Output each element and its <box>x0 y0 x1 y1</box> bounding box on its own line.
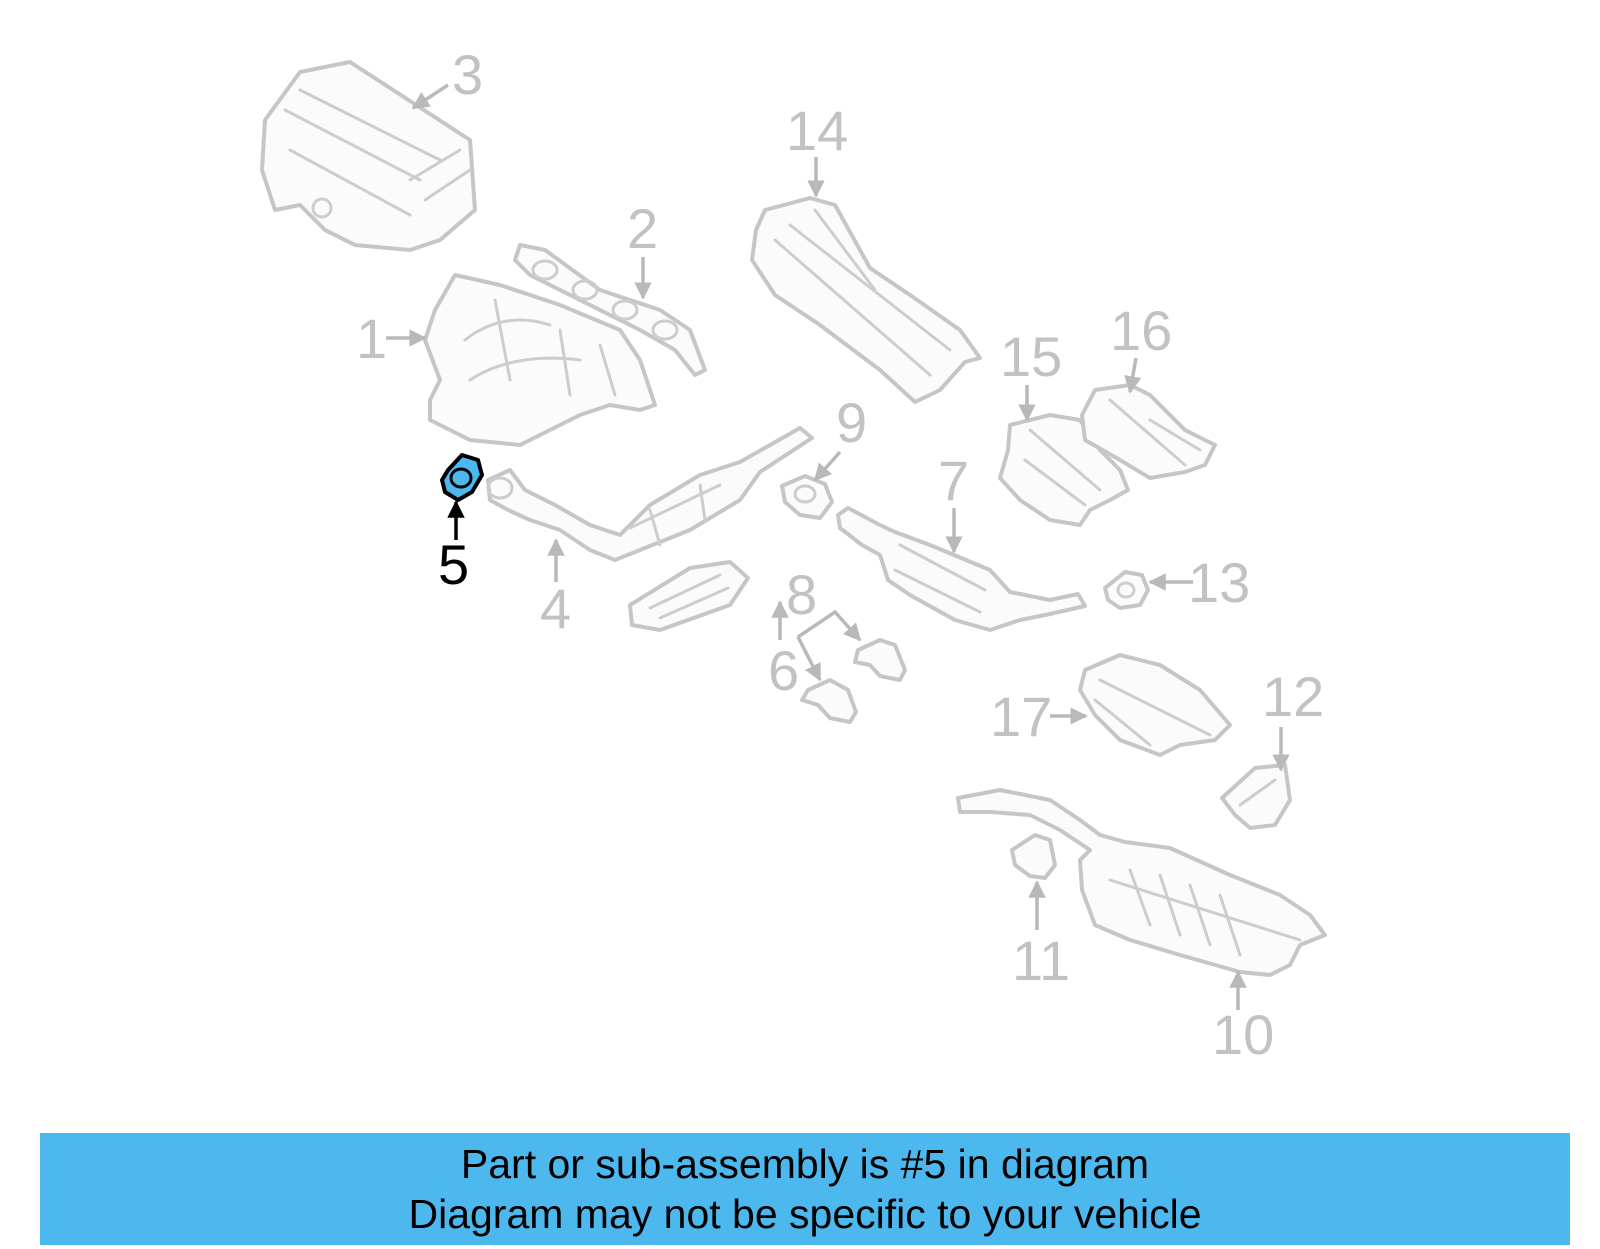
part-17-heat-shield[interactable] <box>1078 653 1232 757</box>
part-14-heat-shield[interactable] <box>750 196 982 404</box>
leader-lines <box>386 83 1290 1010</box>
part-12-bracket[interactable] <box>1220 763 1292 830</box>
callout-1: 1 <box>356 307 387 370</box>
part-15-heat-shield[interactable] <box>998 413 1130 527</box>
part-13-clamp[interactable] <box>1103 570 1150 610</box>
banner-line-part-number: Part or sub-assembly is #5 in diagram <box>460 1141 1150 1187</box>
part-11-hanger[interactable] <box>1010 833 1057 880</box>
part-9-clamp[interactable] <box>780 474 834 520</box>
part-4-front-pipe-catalytic-converter[interactable] <box>486 426 814 562</box>
part-6-hanger[interactable] <box>800 678 858 724</box>
part-10-rear-muffler[interactable] <box>956 788 1327 977</box>
part-3-heat-shield[interactable] <box>260 60 477 252</box>
callout-9: 9 <box>836 391 867 454</box>
part-7-center-muffler[interactable] <box>836 506 1087 632</box>
callout-2: 2 <box>627 197 658 260</box>
part-2-manifold-gasket[interactable] <box>513 243 707 377</box>
part-1-exhaust-manifold[interactable] <box>423 273 657 447</box>
callout-8: 8 <box>786 563 817 626</box>
callout-5: 5 <box>438 533 469 596</box>
exhaust-parts-diagram: 3 14 2 1 15 16 9 7 5 4 13 8 6 12 17 11 1… <box>260 43 1327 1066</box>
callout-6: 6 <box>768 639 799 702</box>
callout-3: 3 <box>452 43 483 106</box>
callout-10: 10 <box>1212 1003 1274 1066</box>
callout-17: 17 <box>990 685 1052 748</box>
callout-16: 16 <box>1110 299 1172 362</box>
callout-4: 4 <box>540 577 571 640</box>
part-16-heat-shield[interactable] <box>1080 383 1217 480</box>
info-banner: Part or sub-assembly is #5 in diagram Di… <box>40 1133 1570 1245</box>
callout-12: 12 <box>1262 665 1324 728</box>
callout-11: 11 <box>1012 929 1070 992</box>
callout-15: 15 <box>1000 325 1062 388</box>
callout-14: 14 <box>786 99 848 162</box>
catalytic-heat-shield[interactable] <box>628 560 750 632</box>
callout-13: 13 <box>1188 551 1250 614</box>
part-5-gasket[interactable] <box>440 453 484 502</box>
banner-line-disclaimer: Diagram may not be specific to your vehi… <box>408 1191 1202 1237</box>
part-8-hanger[interactable] <box>853 638 907 682</box>
callout-7: 7 <box>938 449 969 512</box>
